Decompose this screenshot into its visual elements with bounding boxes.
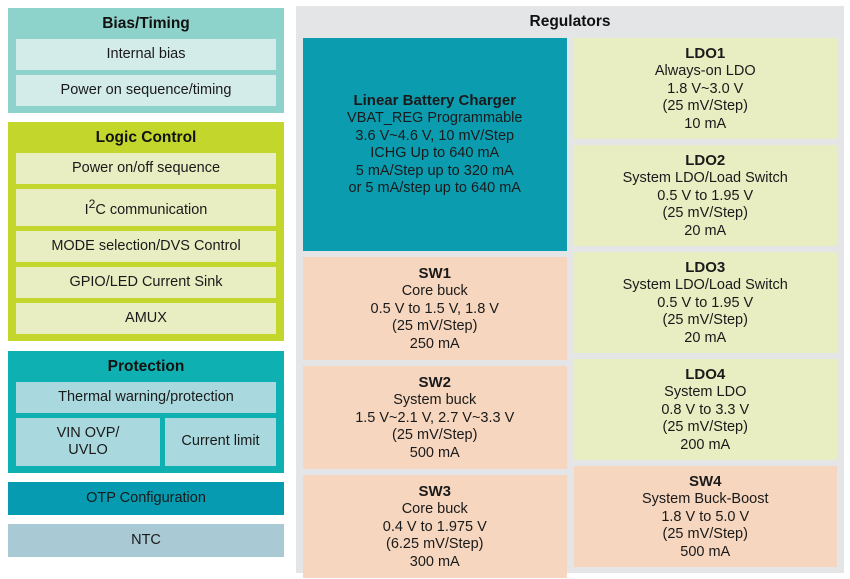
regulator-line-ldo1-2: 1.8 V~3.0 V <box>667 80 744 97</box>
regulator-line-ldo3-1: System LDO/Load Switch <box>622 277 788 293</box>
regulator-line-ldo2-3: (25 mV/Step) <box>662 205 748 221</box>
group-title-protection: Protection <box>107 357 185 375</box>
regulator-line-ldo4-3: (25 mV/Step) <box>662 419 748 435</box>
regulator-line-sw1-2: 0.5 V to 1.5 V, 1.8 V <box>370 300 499 317</box>
regulator-line-ldo2-2: 0.5 V to 1.95 V <box>657 187 754 204</box>
group-title-logic-control: Logic Control <box>95 129 197 146</box>
regulator-line-sw4-3: (25 mV/Step) <box>662 526 748 542</box>
protection-row: VIN OVP/ UVLO Current limit <box>16 417 276 466</box>
regulator-line-sw1-4: 250 mA <box>409 335 460 352</box>
regulator-line-ldo1-1: Always-on LDO <box>654 63 756 79</box>
regulator-title-ldo1: LDO1 <box>685 45 726 62</box>
regulator-line-charger-2: 3.6 V~4.6 V, 10 mV/Step <box>355 127 515 144</box>
regulator-line-sw3-4: 300 mA <box>409 553 460 570</box>
regulator-line-ldo1-4: 10 mA <box>684 115 727 132</box>
regulator-line-sw3-2: 0.4 V to 1.975 V <box>382 518 487 535</box>
regulator-line-charger-5: or 5 mA/step up to 640 mA <box>348 180 521 197</box>
regulator-line-charger-1: VBAT_REG Programmable <box>347 110 523 127</box>
regulator-line-ldo4-1: System LDO <box>664 384 747 400</box>
regulator-line-sw2-4: 500 mA <box>409 444 460 461</box>
regulator-line-ldo3-4: 20 mA <box>684 329 727 346</box>
regulator-line-sw1-1: Core buck <box>401 283 468 299</box>
regulator-line-ldo4-2: 0.8 V to 3.3 V <box>661 401 750 418</box>
chip-gpio-led-current-sink[interactable]: GPIO/LED Current Sink <box>16 266 276 298</box>
regulator-line-sw4-2: 1.8 V to 5.0 V <box>661 508 750 525</box>
regulator-title-sw2: SW2 <box>418 374 451 391</box>
regulator-line-charger-4: 5 mA/Step up to 320 mA <box>355 162 514 179</box>
regulator-line-sw4-1: System Buck-Boost <box>641 491 769 507</box>
regulator-line-sw2-2: 1.5 V~2.1 V, 2.7 V~3.3 V <box>355 409 515 426</box>
left-column: Bias/Timing Internal bias Power on seque… <box>8 8 284 571</box>
bar-ntc[interactable]: NTC <box>8 523 284 557</box>
chip-power-on-off-sequence[interactable]: Power on/off sequence <box>16 153 276 184</box>
regulators-title: Regulators <box>529 13 611 30</box>
regulator-title-charger: Linear Battery Charger <box>353 92 517 110</box>
regulator-line-ldo2-4: 20 mA <box>684 222 727 239</box>
chip-power-on-sequence-timing[interactable]: Power on sequence/timing <box>16 75 276 106</box>
regulator-line-sw4-4: 500 mA <box>680 543 731 560</box>
regulator-line-sw3-3: (6.25 mV/Step) <box>385 536 484 552</box>
chip-mode-selection-dvs-control[interactable]: MODE selection/DVS Control <box>16 230 276 262</box>
regulator-title-ldo4: LDO4 <box>685 366 726 383</box>
regulator-line-ldo1-3: (25 mV/Step) <box>662 98 748 114</box>
regulator-line-charger-3: ICHG Up to 640 mA <box>370 145 500 162</box>
regulator-line-sw2-3: (25 mV/Step) <box>392 427 478 443</box>
regulator-title-sw3: SW3 <box>418 483 451 500</box>
regulator-line-sw1-3: (25 mV/Step) <box>392 318 478 334</box>
i2c-label-suffix: C communication <box>95 201 208 218</box>
regulator-line-ldo2-1: System LDO/Load Switch <box>622 170 788 186</box>
chip-internal-bias[interactable]: Internal bias <box>16 39 276 70</box>
i2c-label-prefix: I <box>84 201 89 218</box>
i2c-superscript-two: 2 <box>88 197 96 211</box>
regulator-line-sw3-1: Core buck <box>401 501 468 517</box>
chip-thermal-warning-protection[interactable]: Thermal warning/protection <box>16 381 276 413</box>
group-logic-control: Logic Control Power on/off sequence I2C … <box>8 122 284 341</box>
chip-vin-ovp-uvlo[interactable]: VIN OVP/ UVLO <box>16 417 160 466</box>
group-protection: Protection Thermal warning/protection VI… <box>8 350 284 473</box>
group-bias-timing: Bias/Timing Internal bias Power on seque… <box>8 8 284 113</box>
regulator-line-ldo3-3: (25 mV/Step) <box>662 312 748 328</box>
regulator-title-ldo2: LDO2 <box>685 152 726 169</box>
regulator-title-sw4: SW4 <box>688 473 722 490</box>
bar-otp-configuration[interactable]: OTP Configuration <box>8 481 284 515</box>
regulator-line-ldo4-4: 200 mA <box>680 436 731 453</box>
chip-current-limit[interactable]: Current limit <box>165 417 276 466</box>
regulator-line-ldo3-2: 0.5 V to 1.95 V <box>657 294 754 311</box>
regulator-title-ldo3: LDO3 <box>685 259 726 276</box>
vin-ovp-line-1: VIN OVP/ <box>56 424 120 441</box>
chip-i2c-communication[interactable]: I2C communication <box>16 189 276 226</box>
vin-ovp-line-2: UVLO <box>68 441 108 458</box>
regulator-line-sw2-1: System buck <box>393 392 477 408</box>
group-title-bias-timing: Bias/Timing <box>102 15 190 32</box>
regulator-title-sw1: SW1 <box>418 265 451 282</box>
chip-amux[interactable]: AMUX <box>16 302 276 334</box>
